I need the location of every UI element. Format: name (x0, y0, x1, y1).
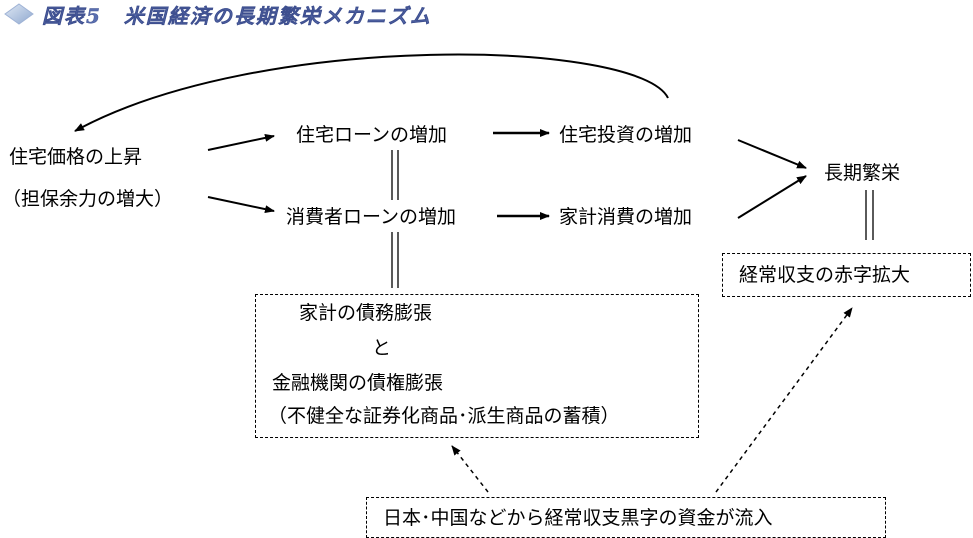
figure-title-text: 図表5 米国経済の長期繁栄メカニズム (42, 3, 432, 28)
inflow-box: 日本･中国などから経常収支黒字の資金が流入 (366, 497, 886, 538)
node-household-consumption: 家計消費の増加 (559, 206, 693, 228)
deficit-box: 経常収支の赤字拡大 (722, 253, 971, 297)
dashed-arrow-inflow-to-debt (451, 445, 489, 493)
diamond-icon (4, 3, 34, 25)
debt-line-3: 金融機関の債権膨張 (272, 372, 444, 394)
feedback-arrow (74, 53, 669, 132)
node-inflow: 日本･中国などから経常収支黒字の資金が流入 (383, 507, 773, 529)
arrow-collateral-to-consumer-loan (207, 196, 275, 214)
node-housing-loan: 住宅ローンの増加 (296, 124, 448, 146)
node-consumer-loan: 消費者ローンの増加 (286, 206, 457, 228)
figure-title: 図表5 米国経済の長期繁栄メカニズム (4, 0, 432, 28)
node-housing-invest: 住宅投資の増加 (559, 124, 693, 146)
arrow-price-to-housing-loan (207, 133, 275, 151)
debt-box: 家計の債務膨張 と 金融機関の債権膨張 （不健全な証券化商品･派生商品の蓄積） (255, 294, 699, 438)
debt-line-4: （不健全な証券化商品･派生商品の蓄積） (268, 405, 620, 427)
dashed-arrow-inflow-to-deficit (715, 307, 853, 493)
debt-line-2: と (372, 337, 392, 359)
node-housing-price: 住宅価格の上昇 (9, 146, 143, 168)
arrow-consumption-to-prosperity (737, 175, 807, 219)
node-collateral: （担保余力の増大） (2, 188, 174, 210)
node-prosperity: 長期繁栄 (824, 162, 901, 184)
debt-line-1: 家計の債務膨張 (299, 302, 433, 324)
arrow-invest-to-prosperity (737, 139, 807, 169)
node-deficit: 経常収支の赤字拡大 (739, 264, 911, 286)
